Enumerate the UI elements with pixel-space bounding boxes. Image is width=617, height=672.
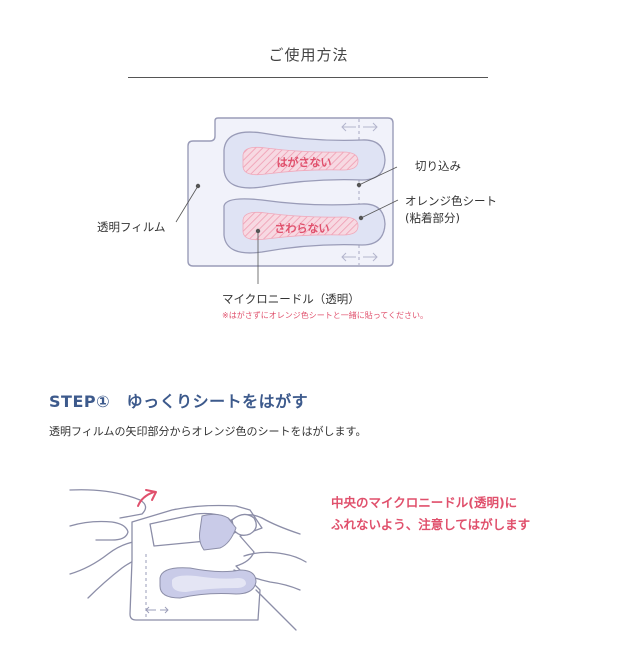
illustration-patch-upper [199,513,237,551]
patch-top-label: はがさない [277,155,332,169]
patch-diagram: はがさない さわらない [175,117,399,284]
arrow-icon-package [145,606,169,614]
caution-line-1: 中央のマイクロニードル(透明)に [331,495,518,510]
label-film: 透明フィルム [97,220,166,234]
patch-bottom-label: さわらない [275,222,330,235]
peeling-illustration [69,489,307,631]
usage-heading: ご使用方法 [268,46,349,64]
label-microneedle: マイクロニードル（透明） [222,292,360,306]
label-cut: 切り込み [415,159,461,173]
label-orange-sheet-sub: (粘着部分) [405,211,460,225]
label-orange-sheet: オレンジ色シート [405,194,497,208]
needle-area-bottom [242,211,359,241]
step1-description: 透明フィルムの矢印部分からオレンジ色のシートをはがします。 [49,425,367,438]
leader-lines [175,166,399,284]
caution-line-2: ふれないよう、注意してはがします [331,517,531,532]
peel-arrow-icon [137,489,157,507]
note-microneedle: ※はがさずにオレンジ色シートと一緒に貼ってください。 [222,311,429,320]
arrow-icon-top [341,122,378,132]
step1-title: STEP① ゆっくりシートをはがす [49,392,309,411]
needle-area-top [242,146,359,176]
arrow-icon-bottom [341,252,378,262]
heading-divider [128,77,488,78]
